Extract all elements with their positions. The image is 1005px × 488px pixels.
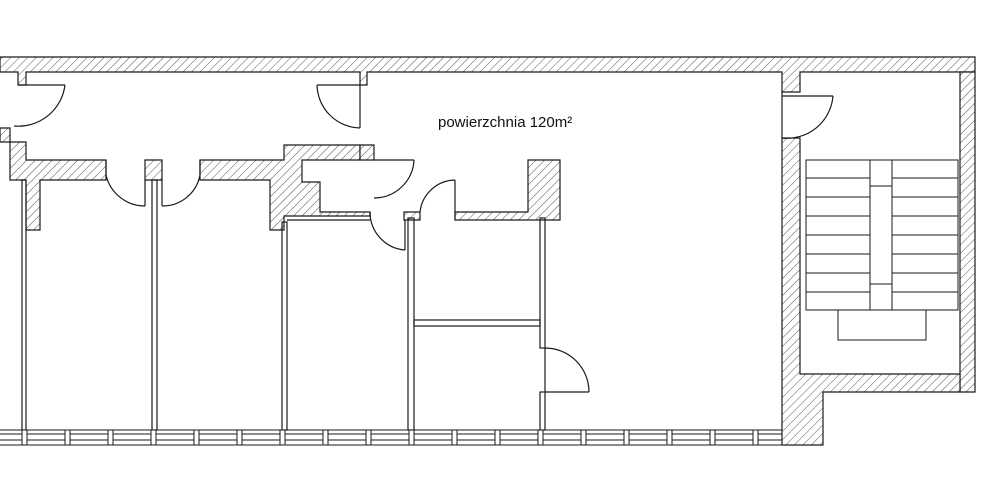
wall-left-stub	[0, 127, 11, 143]
window-mullion	[666, 429, 673, 446]
staircase	[805, 159, 959, 341]
storage-wall	[403, 159, 561, 221]
window-mullion	[150, 429, 157, 446]
doors	[13, 84, 834, 393]
window-mullion	[623, 429, 630, 446]
window-mullion	[580, 429, 587, 446]
window-mullion	[107, 429, 114, 446]
area-label: powierzchnia 120m²	[438, 114, 573, 131]
window-mullion	[279, 429, 286, 446]
window-mullion	[21, 429, 28, 446]
stair-well	[869, 159, 893, 311]
window-mullion	[494, 429, 501, 446]
window-mullion	[709, 429, 716, 446]
window-mullion	[451, 429, 458, 446]
window-mullion	[752, 429, 759, 446]
window-mullion	[365, 429, 372, 446]
window-band	[0, 429, 782, 446]
stair-landing	[837, 309, 927, 341]
window-mullion	[64, 429, 71, 446]
window-mullion	[193, 429, 200, 446]
window-mullion	[408, 429, 415, 446]
window-mullion	[322, 429, 329, 446]
exterior-wall-right	[781, 71, 976, 446]
window-mullion	[537, 429, 544, 446]
corridor-wall	[9, 141, 375, 231]
exterior-wall-top	[0, 56, 976, 93]
window-mullion	[236, 429, 243, 446]
